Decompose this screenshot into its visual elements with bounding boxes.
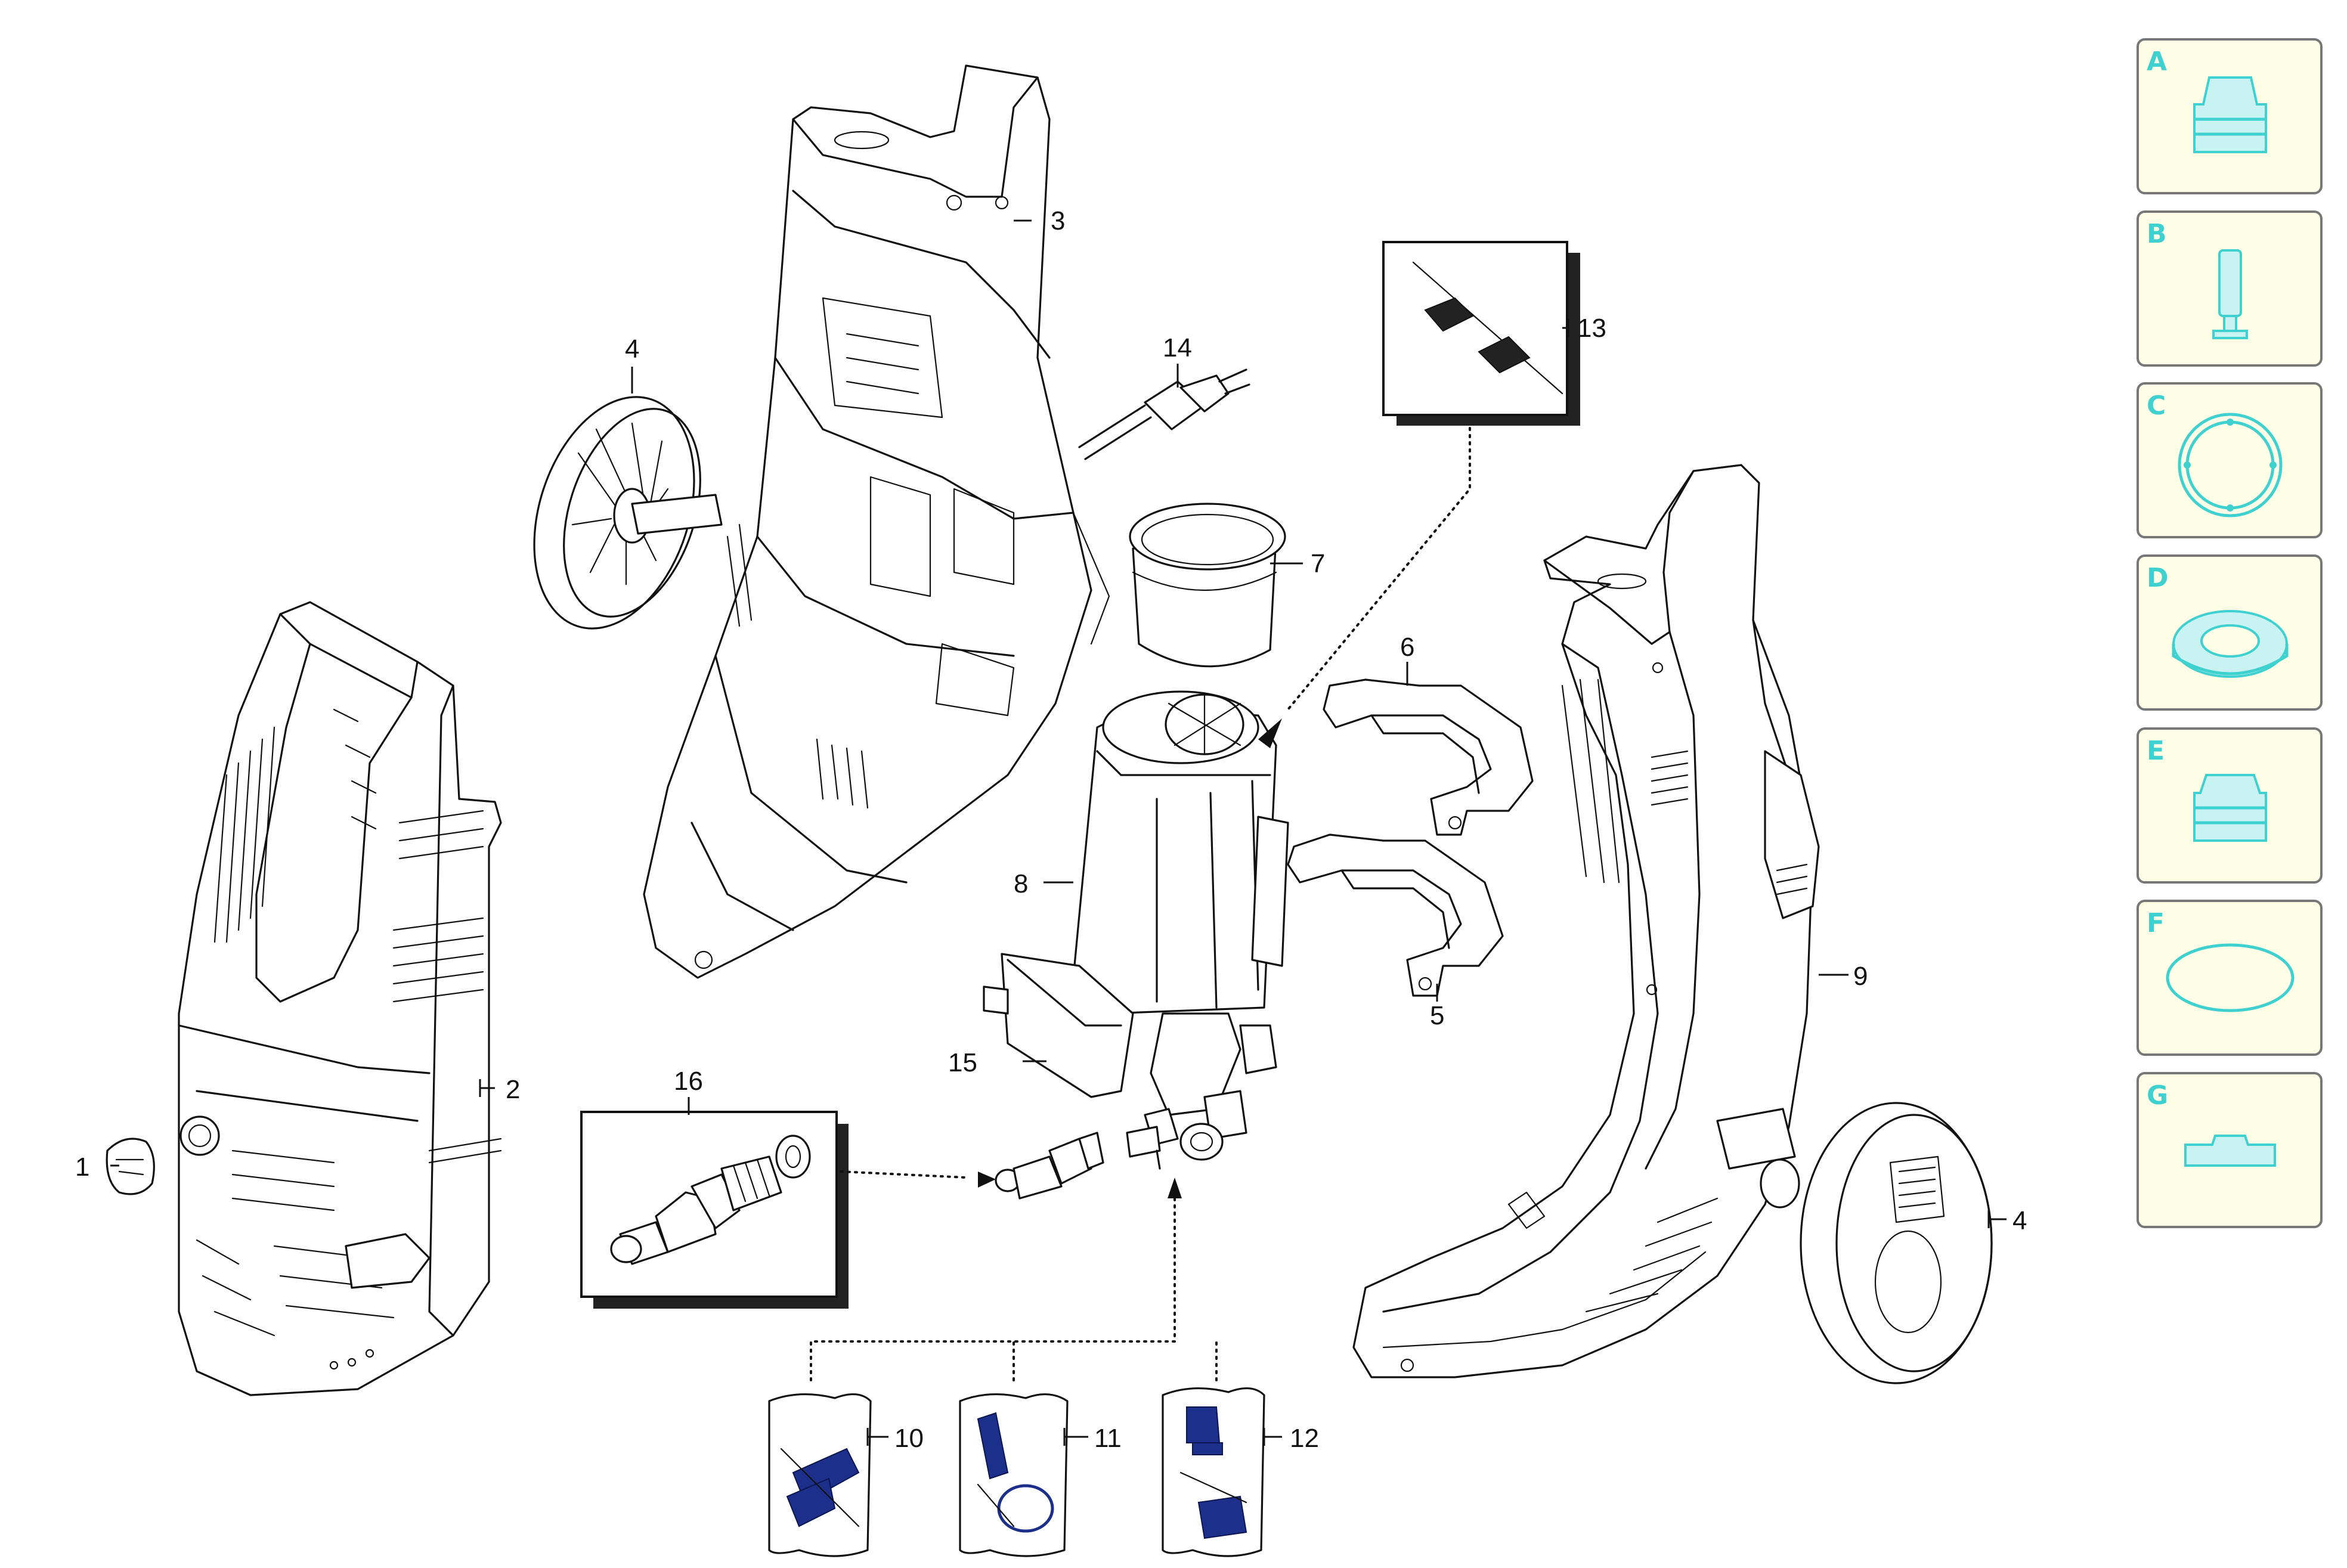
legend-card-f[interactable]: F bbox=[2137, 900, 2323, 1056]
block-icon bbox=[2184, 1135, 2276, 1167]
pin-icon bbox=[2212, 249, 2248, 339]
callout-14: 14 bbox=[1163, 333, 1192, 362]
callout-3: 3 bbox=[1051, 206, 1065, 235]
callout-12: 12 bbox=[1290, 1424, 1319, 1453]
motor-pump-part bbox=[983, 690, 1289, 1170]
callout-4-left: 4 bbox=[625, 334, 639, 364]
bracket-part-lower bbox=[1287, 833, 1504, 997]
callout-11: 11 bbox=[1094, 1424, 1122, 1453]
valve-kit-11 bbox=[959, 1393, 1069, 1557]
seal-kit-10 bbox=[768, 1393, 872, 1557]
callout-15: 15 bbox=[948, 1048, 977, 1077]
callout-13: 13 bbox=[1577, 314, 1606, 343]
legend-letter-b: B bbox=[2147, 219, 2167, 249]
legend-letter-a: A bbox=[2147, 47, 2167, 77]
legend-letter-c: C bbox=[2147, 391, 2166, 421]
callout-8: 8 bbox=[1014, 869, 1028, 898]
callout-7: 7 bbox=[1311, 549, 1325, 578]
wheel-part-right bbox=[1800, 1102, 1993, 1384]
legend-card-b[interactable]: B bbox=[2137, 210, 2323, 367]
cover-vents-upper bbox=[213, 708, 377, 943]
motor-can-part bbox=[1129, 503, 1286, 668]
inlet-fitting-box bbox=[580, 1111, 849, 1309]
inlet-connector-part bbox=[995, 1132, 1104, 1200]
plug-icon bbox=[2193, 774, 2267, 842]
seal-icon bbox=[2172, 610, 2289, 678]
wheel-part-left bbox=[533, 396, 723, 630]
legend-column: A B C D bbox=[2137, 38, 2323, 1228]
right-housing-part bbox=[1352, 464, 1820, 1378]
leader-lines bbox=[110, 219, 2007, 1446]
carbon-brushes-box bbox=[1382, 241, 1580, 426]
cover-dots bbox=[329, 1349, 374, 1370]
callout-9: 9 bbox=[1853, 962, 1868, 991]
callout-1: 1 bbox=[75, 1152, 89, 1182]
callout-5: 5 bbox=[1430, 1001, 1444, 1030]
o-ring-icon bbox=[2166, 943, 2295, 1012]
piston-kit-12 bbox=[1162, 1387, 1265, 1557]
bracket-part-upper bbox=[1323, 678, 1534, 836]
legend-letter-f: F bbox=[2147, 908, 2165, 938]
callout-2: 2 bbox=[506, 1075, 520, 1104]
cover-vents-side bbox=[392, 810, 502, 1164]
dotted-connectors bbox=[810, 427, 1471, 1381]
callout-10: 10 bbox=[894, 1424, 924, 1453]
legend-card-d[interactable]: D bbox=[2137, 554, 2323, 711]
legend-card-c[interactable]: C bbox=[2137, 382, 2323, 538]
callout-16: 16 bbox=[674, 1067, 703, 1096]
fitting-icon bbox=[2193, 76, 2267, 153]
legend-letter-d: D bbox=[2147, 563, 2169, 593]
legend-card-e[interactable]: E bbox=[2137, 727, 2323, 884]
power-plug-part bbox=[1078, 368, 1250, 460]
legend-letter-g: G bbox=[2147, 1080, 2168, 1111]
front-cover-part bbox=[178, 601, 502, 1396]
legend-card-g[interactable]: G bbox=[2137, 1072, 2323, 1228]
ring-icon bbox=[2178, 413, 2283, 517]
knob-part bbox=[106, 1138, 155, 1195]
callout-4-right: 4 bbox=[2012, 1206, 2027, 1235]
rear-housing-part bbox=[643, 64, 1110, 979]
callout-6: 6 bbox=[1400, 633, 1414, 662]
callout-labels: 3 4 14 13 7 6 8 5 15 9 2 1 4 16 10 11 12 bbox=[75, 206, 2027, 1453]
legend-card-a[interactable]: A bbox=[2137, 38, 2323, 194]
legend-letter-e: E bbox=[2147, 736, 2165, 766]
